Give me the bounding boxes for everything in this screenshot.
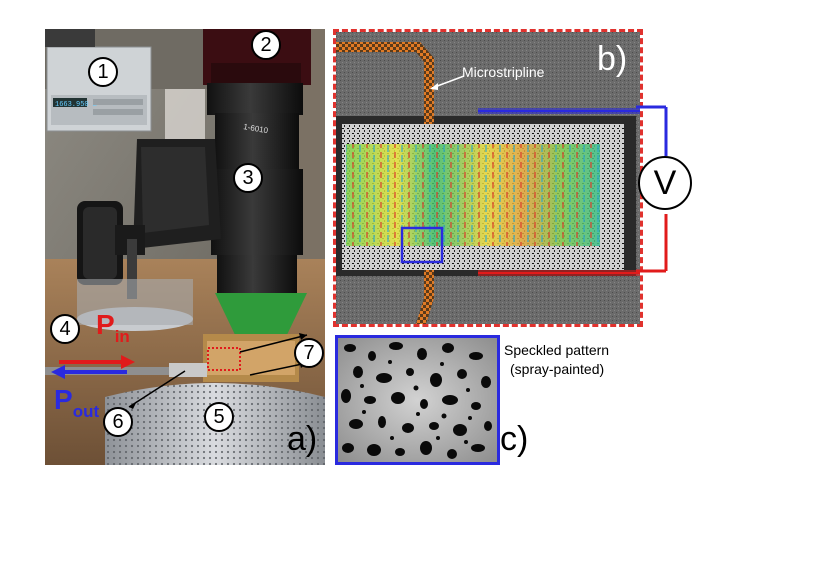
p-in-sub: in xyxy=(114,327,130,346)
p-out-label: Pout xyxy=(54,384,99,421)
callout-2: 2 xyxy=(251,30,281,60)
callout-6-pointer xyxy=(128,370,186,408)
panel-c-caption-line1: Speckled pattern xyxy=(504,342,610,358)
panel-b-image xyxy=(336,32,664,324)
panel-c-image xyxy=(335,335,500,465)
voltmeter-leads xyxy=(636,105,668,273)
callout-5: 5 xyxy=(204,402,234,432)
p-out-sub: out xyxy=(72,402,100,421)
panel-c-label: c) xyxy=(500,420,529,458)
callout-7-pointer-bottom xyxy=(249,362,308,376)
p-in-label: Pin xyxy=(96,309,130,346)
voltmeter-symbol: V xyxy=(638,156,692,210)
lens-label: 1-6010 xyxy=(243,122,270,135)
callout-7: 7 xyxy=(294,338,324,368)
panel-b-label: b) xyxy=(597,40,628,78)
callout-6: 6 xyxy=(103,407,133,437)
panel-b-zoom-box xyxy=(400,226,444,264)
microstripline-label: Microstripline xyxy=(462,64,545,80)
panel-c-speckle xyxy=(338,338,497,462)
callout-7-pointer-top xyxy=(239,334,308,353)
panel-c-caption-line2: (spray-painted) xyxy=(510,361,605,377)
callout-4: 4 xyxy=(50,314,80,344)
p-in-main: P xyxy=(96,309,115,340)
callout-3: 3 xyxy=(233,163,263,193)
panel-a-label: a) xyxy=(287,420,318,458)
meter-display-text: 1663.950 E xyxy=(55,101,97,109)
voltmeter-v: V xyxy=(653,163,677,202)
callout-1: 1 xyxy=(88,57,118,87)
p-out-main: P xyxy=(54,384,73,415)
